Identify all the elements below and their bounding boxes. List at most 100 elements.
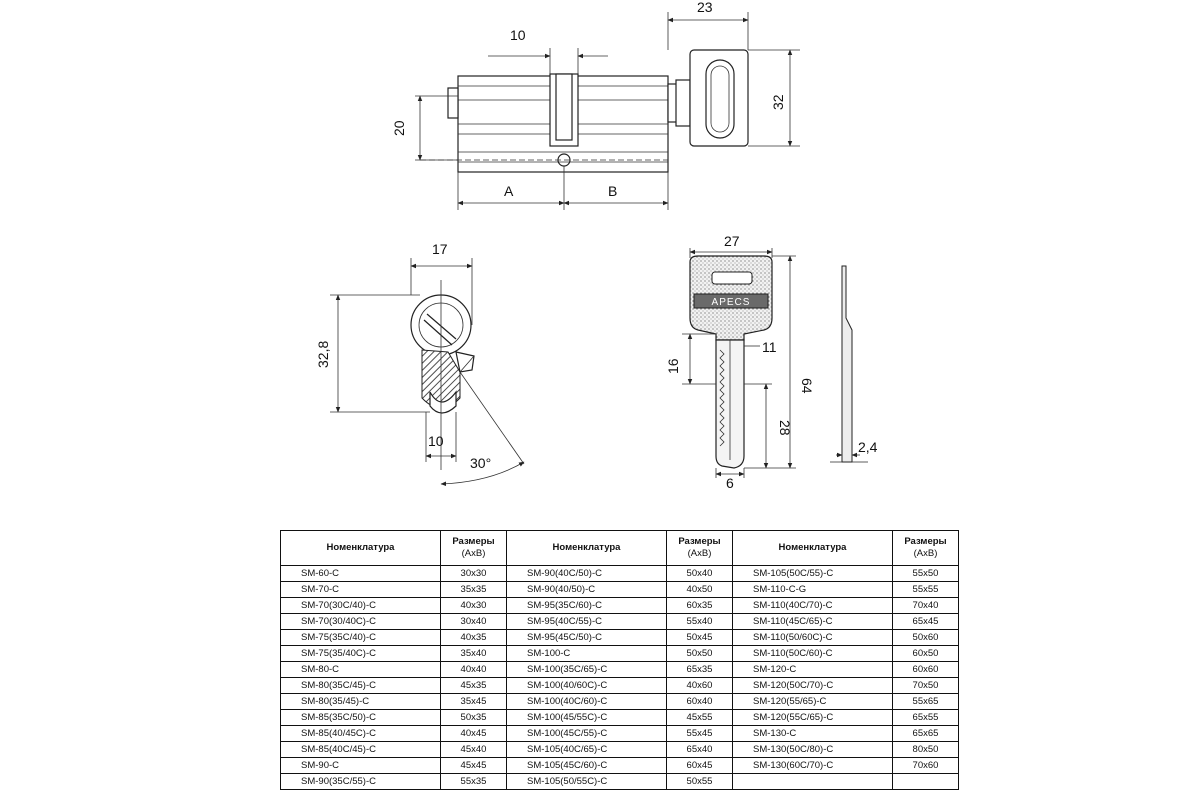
size-cell: 55x55 (892, 581, 959, 598)
nomenclature-cell: SM-100(40/60C)-C (506, 677, 667, 694)
nomenclature-cell: SM-85(35C/50)-C (280, 709, 441, 726)
nomenclature-cell: SM-75(35/40C)-C (280, 645, 441, 662)
nomenclature-cell: SM-95(40C/55)-C (506, 613, 667, 630)
nomenclature-cell: SM-100(45/55C)-C (506, 709, 667, 726)
size-cell: 40x35 (440, 629, 507, 646)
nomenclature-cell: SM-80(35/45)-C (280, 693, 441, 710)
nomenclature-cell: SM-75(35C/40)-C (280, 629, 441, 646)
nomenclature-cell: SM-90(40/50)-C (506, 581, 667, 598)
dim-23: 23 (697, 0, 713, 15)
nomenclature-cell: SM-100(45C/55)-C (506, 725, 667, 742)
column-header: Размеры(АхВ) (666, 530, 733, 566)
nomenclature-cell: SM-85(40/45C)-C (280, 725, 441, 742)
nomenclature-cell: SM-60-C (280, 565, 441, 582)
nomenclature-cell: SM-95(35C/60)-C (506, 597, 667, 614)
nomenclature-cell: SM-110(45C/65)-C (732, 613, 893, 630)
dim-6: 6 (726, 475, 734, 491)
size-cell: 55x35 (440, 773, 507, 790)
column-header: Размеры(АхВ) (440, 530, 507, 566)
size-cell: 45x55 (666, 709, 733, 726)
column-header-title: Номенклатура (552, 542, 621, 553)
size-cell: 65x35 (666, 661, 733, 678)
dim-17: 17 (432, 241, 448, 257)
size-cell: 55x40 (666, 613, 733, 630)
size-cell: 40x40 (440, 661, 507, 678)
nomenclature-cell: SM-120(55/65)-C (732, 693, 893, 710)
key-brand-label: APECS (712, 297, 751, 308)
column-header-title: Размеры (904, 536, 947, 547)
size-cell: 45x35 (440, 677, 507, 694)
nomenclature-cell: SM-95(45C/50)-C (506, 629, 667, 646)
nomenclature-cell: SM-105(50C/55)-C (732, 565, 893, 582)
column-header-sub: (АхВ) (913, 548, 938, 559)
nomenclature-cell: SM-90(35C/55)-C (280, 773, 441, 790)
nomenclature-cell: SM-90-C (280, 757, 441, 774)
dim-32-top: 32 (770, 94, 786, 110)
nomenclature-cell: SM-70-C (280, 581, 441, 598)
size-cell: 55x45 (666, 725, 733, 742)
nomenclature-cell: SM-130(60C/70)-C (732, 757, 893, 774)
nomenclature-cell: SM-80(35C/45)-C (280, 677, 441, 694)
size-cell: 40x60 (666, 677, 733, 694)
dim-16: 16 (665, 358, 681, 374)
nomenclature-cell: SM-110-C-G (732, 581, 893, 598)
size-cell: 35x45 (440, 693, 507, 710)
nomenclature-cell: SM-100-C (506, 645, 667, 662)
column-header-title: Размеры (452, 536, 495, 547)
size-cell: 35x35 (440, 581, 507, 598)
dim-32-8: 32,8 (315, 341, 331, 368)
technical-drawing: 10 23 32 20 A B (315, 0, 878, 491)
nomenclature-cell: SM-130(50C/80)-C (732, 741, 893, 758)
column-header-title: Номенклатура (778, 542, 847, 553)
size-cell: 50x45 (666, 629, 733, 646)
nomenclature-cell: SM-105(50/55C)-C (506, 773, 667, 790)
size-cell: 60x40 (666, 693, 733, 710)
dim-20: 20 (391, 120, 407, 136)
nomenclature-cell: SM-130-C (732, 725, 893, 742)
nomenclature-cell: SM-100(35C/65)-C (506, 661, 667, 678)
dim-11: 11 (762, 339, 777, 355)
column-header-sub: (АхВ) (461, 548, 486, 559)
column-header-title: Размеры (678, 536, 721, 547)
dim-B: B (608, 183, 617, 199)
nomenclature-cell: SM-70(30C/40)-C (280, 597, 441, 614)
key-view: APECS 27 16 11 64 28 6 (665, 233, 878, 491)
nomenclature-cell: SM-120(55C/65)-C (732, 709, 893, 726)
size-cell: 65x40 (666, 741, 733, 758)
dim-A: A (504, 183, 514, 199)
dim-angle-30: 30° (470, 455, 491, 471)
nomenclature-cell: SM-105(40C/65)-C (506, 741, 667, 758)
size-cell: 35x40 (440, 645, 507, 662)
nomenclature-cell: SM-90(40C/50)-C (506, 565, 667, 582)
size-cell: 60x60 (892, 661, 959, 678)
nomenclature-cell: SM-70(30/40C)-C (280, 613, 441, 630)
nomenclature-cell: SM-120-C (732, 661, 893, 678)
column-header: Номенклатура (280, 530, 441, 566)
size-cell: 40x30 (440, 597, 507, 614)
cylinder-profile-view: 17 32,8 10 30° (315, 241, 525, 487)
nomenclature-cell: SM-100(40C/60)-C (506, 693, 667, 710)
dim-28: 28 (777, 420, 793, 436)
dim-2-4: 2,4 (858, 439, 878, 455)
size-cell: 55x50 (892, 565, 959, 582)
nomenclature-cell: SM-110(50C/60)-C (732, 645, 893, 662)
size-cell: 60x35 (666, 597, 733, 614)
dim-10-side: 10 (428, 433, 444, 449)
column-header-sub: (АхВ) (687, 548, 712, 559)
size-cell: 30x40 (440, 613, 507, 630)
size-cell: 55x65 (892, 693, 959, 710)
nomenclature-cell: SM-120(50C/70)-C (732, 677, 893, 694)
